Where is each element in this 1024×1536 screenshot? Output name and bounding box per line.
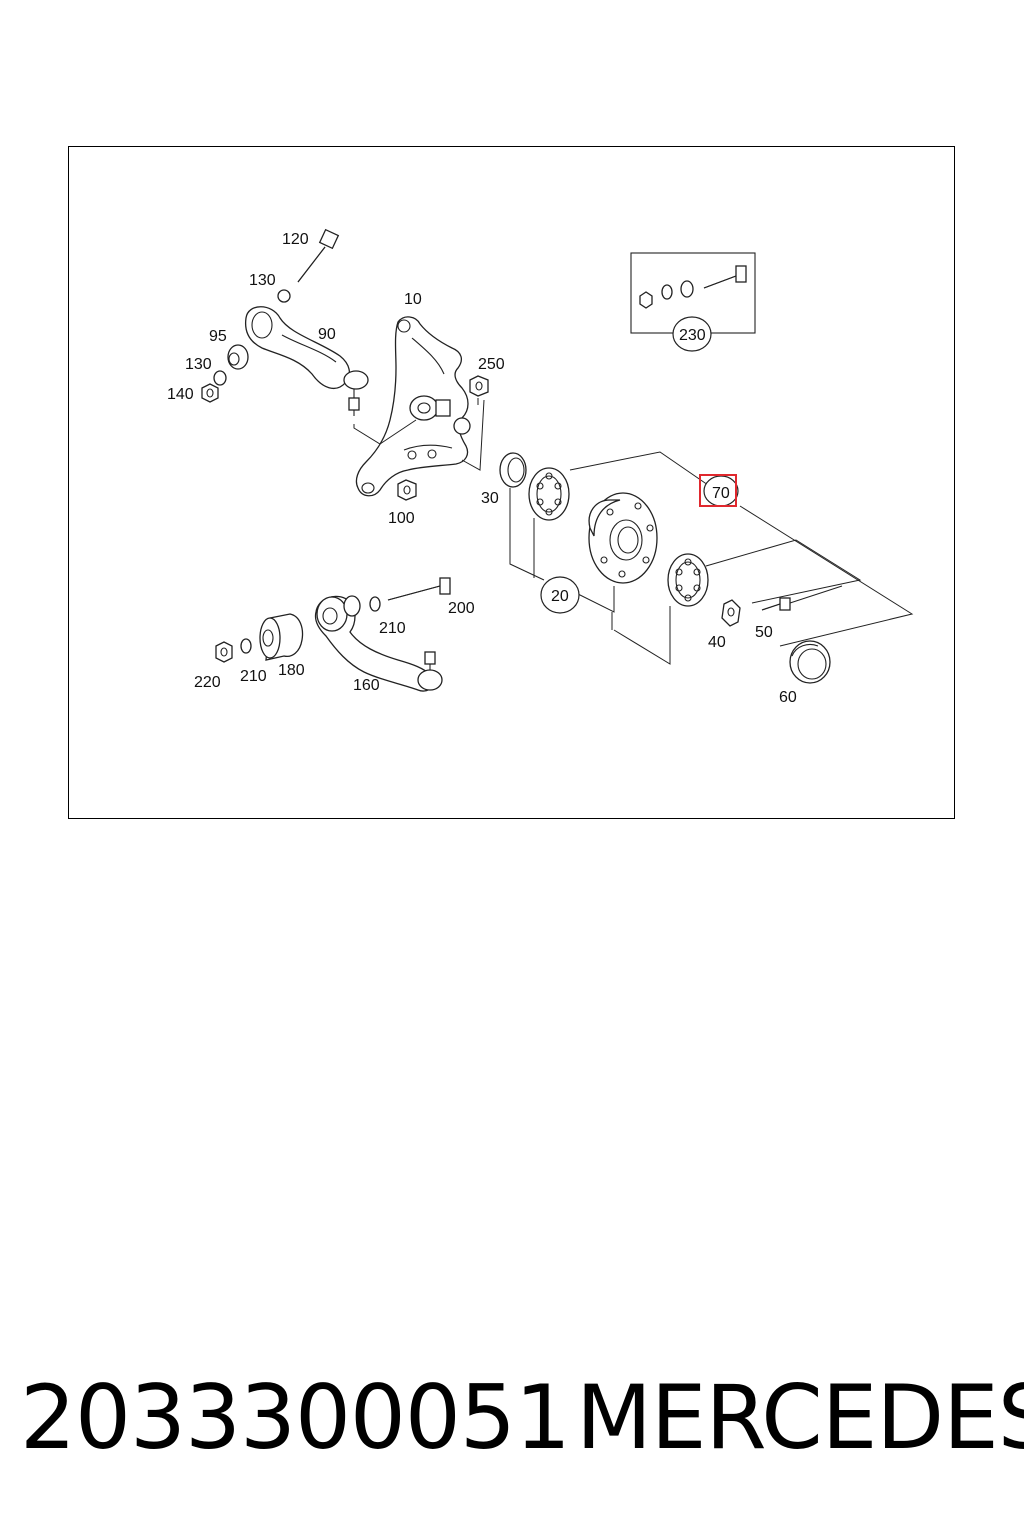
nut-100[interactable]: [397, 479, 417, 501]
label-130-top: 130: [249, 272, 276, 289]
label-230: 230: [679, 327, 706, 344]
part-number: 2033300051: [20, 1366, 571, 1469]
washer-210-lower[interactable]: [240, 638, 252, 654]
brand-name: MERCEDES: [576, 1366, 1024, 1469]
nut-220[interactable]: [215, 641, 233, 663]
label-30: 30: [481, 490, 499, 507]
wheel-bearing-inner[interactable]: [528, 467, 570, 521]
lower-arm-group: [215, 577, 451, 692]
label-60: 60: [779, 689, 797, 706]
label-250: 250: [478, 356, 505, 373]
nut-140[interactable]: [201, 383, 219, 403]
wheel-hub-70[interactable]: [588, 492, 658, 584]
label-180: 180: [278, 662, 305, 679]
diagram-frame: [68, 146, 955, 819]
bushing-180[interactable]: [259, 613, 304, 661]
label-100: 100: [388, 510, 415, 527]
upper-control-arm-90[interactable]: [244, 306, 351, 390]
caption: 2033300051 MERCEDES: [0, 1366, 1024, 1476]
nut-250[interactable]: [469, 375, 489, 397]
label-95: 95: [209, 328, 227, 345]
bolt-120[interactable]: [297, 228, 340, 283]
dust-cap-60[interactable]: [789, 640, 831, 684]
clamp-nut-40[interactable]: [721, 599, 741, 627]
label-200: 200: [448, 600, 475, 617]
label-40: 40: [708, 634, 726, 651]
label-10: 10: [404, 291, 422, 308]
label-50: 50: [755, 624, 773, 641]
highlight-box-70: [699, 474, 737, 507]
label-220: 220: [194, 674, 221, 691]
washer-130-top[interactable]: [277, 289, 291, 303]
upper-arm-group: [201, 228, 369, 416]
washer-130-lower[interactable]: [213, 370, 227, 386]
repair-kit-230[interactable]: [630, 252, 756, 352]
callout-20: [540, 576, 580, 614]
label-90: 90: [318, 326, 336, 343]
label-130-lower: 130: [185, 356, 212, 373]
label-210-upper: 210: [379, 620, 406, 637]
seal-30[interactable]: [499, 452, 527, 488]
exploded-parts-diagram: 120 130 10 95 90 130 140 250 30 100 70 2…: [167, 228, 914, 706]
label-20: 20: [551, 588, 569, 605]
washer-210-upper[interactable]: [369, 596, 381, 612]
steering-knuckle-10[interactable]: [355, 316, 471, 497]
label-160: 160: [353, 677, 380, 694]
label-70: 70: [712, 485, 730, 502]
label-140: 140: [167, 386, 194, 403]
bolt-200[interactable]: [387, 577, 451, 601]
label-120: 120: [282, 231, 309, 248]
label-210-lower: 210: [240, 668, 267, 685]
screw-50[interactable]: [761, 597, 791, 611]
bushing-95[interactable]: [227, 344, 249, 370]
wheel-bearing-outer[interactable]: [667, 553, 709, 607]
